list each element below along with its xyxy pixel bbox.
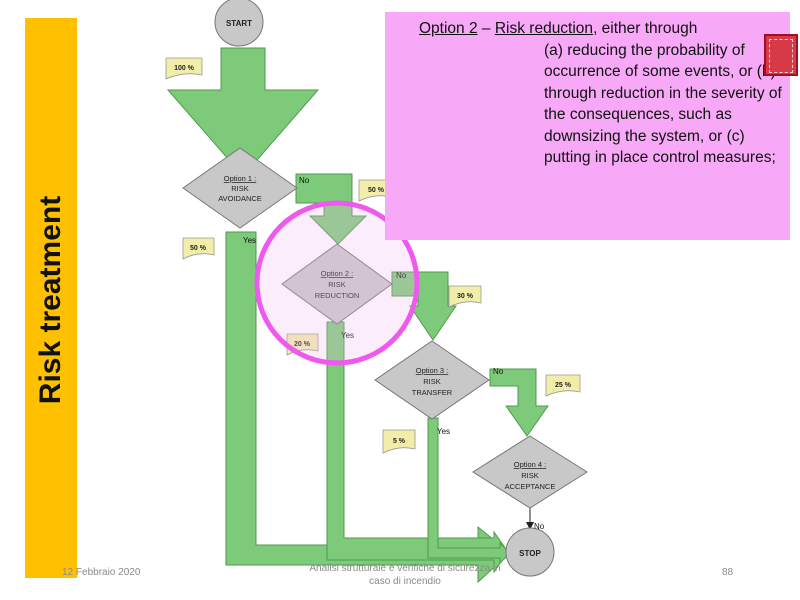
- option3-title: Option 3 :: [416, 366, 449, 375]
- callout-body: (a) reducing the probability of occurren…: [544, 41, 782, 167]
- option1-line1: RISK: [231, 184, 249, 193]
- option4-no-label: No: [534, 522, 545, 531]
- stop-node: [505, 527, 555, 577]
- arrow-option1-no-to-option2: [295, 173, 368, 245]
- footer-date: 12 Febbraio 2020: [62, 567, 141, 578]
- option4-line1: RISK: [521, 471, 539, 480]
- option1-title: Option 1 :: [224, 174, 257, 183]
- option4-title: Option 4 :: [514, 460, 547, 469]
- svg-text:100 %: 100 %: [174, 65, 195, 72]
- note-25: 25 %: [545, 374, 581, 397]
- option3-diamond: [374, 340, 490, 420]
- svg-text:50 %: 50 %: [368, 187, 385, 194]
- option1-line2: AVOIDANCE: [218, 194, 262, 203]
- arrow-option3-yes-to-stop: [427, 417, 511, 565]
- callout-option-label: Option 2: [419, 20, 478, 37]
- option2-line2: REDUCTION: [315, 291, 360, 300]
- callout-term: Risk reduction: [494, 20, 594, 37]
- footer-course-line2: caso di incendio: [369, 576, 441, 587]
- callout-dash: –: [477, 20, 495, 37]
- option4-diamond: [472, 435, 588, 509]
- arrow-option4-to-stop-head: [526, 522, 534, 530]
- svg-text:25 %: 25 %: [555, 382, 572, 389]
- option2-yes-label: Yes: [341, 331, 354, 340]
- svg-text:30 %: 30 %: [457, 293, 474, 300]
- note-50-yes: 50 %: [182, 237, 215, 260]
- svg-text:5 %: 5 %: [393, 438, 406, 445]
- option2-title: Option 2 :: [321, 269, 354, 278]
- option3-no-label: No: [493, 367, 504, 376]
- note-100: 100 %: [165, 57, 203, 80]
- arrow-start-to-option1: [166, 47, 320, 177]
- option2-highlight-ring: [254, 200, 420, 366]
- note-30: 30 %: [448, 285, 482, 308]
- option3-line1: RISK: [423, 377, 441, 386]
- option2-description-callout: Option 2 – Risk reduction, either throug…: [385, 12, 790, 240]
- footer-course-title: Analisi strutturale e verifiche di sicur…: [270, 562, 540, 588]
- option4-line2: ACCEPTANCE: [505, 482, 556, 491]
- option2-line1: RISK: [328, 280, 346, 289]
- arrow-option3-no-to-option4: [489, 368, 549, 437]
- svg-text:50 %: 50 %: [190, 245, 207, 252]
- arrow-option2-no-to-option3: [391, 271, 457, 341]
- arrow-option2-yes-to-stop: [326, 321, 509, 574]
- start-label: START: [226, 19, 252, 28]
- callout-heading: Option 2 – Risk reduction, either throug…: [419, 18, 782, 40]
- option1-diamond: [182, 147, 298, 229]
- footer-course-line1: Analisi strutturale e verifiche di sicur…: [309, 563, 501, 574]
- option2-diamond: [281, 243, 393, 325]
- option1-yes-label: Yes: [243, 236, 256, 245]
- stop-label: STOP: [519, 549, 541, 558]
- svg-text:20 %: 20 %: [294, 341, 311, 348]
- start-node: [214, 0, 264, 47]
- seal-logo: [764, 34, 798, 76]
- option2-no-label: No: [396, 271, 407, 280]
- option3-line2: TRANSFER: [412, 388, 453, 397]
- option3-yes-label: Yes: [437, 427, 450, 436]
- side-title-bar: [25, 18, 77, 578]
- note-5: 5 %: [382, 429, 416, 454]
- callout-tail: , either through: [593, 20, 698, 37]
- page-number: 88: [722, 567, 734, 578]
- option1-no-label: No: [299, 176, 310, 185]
